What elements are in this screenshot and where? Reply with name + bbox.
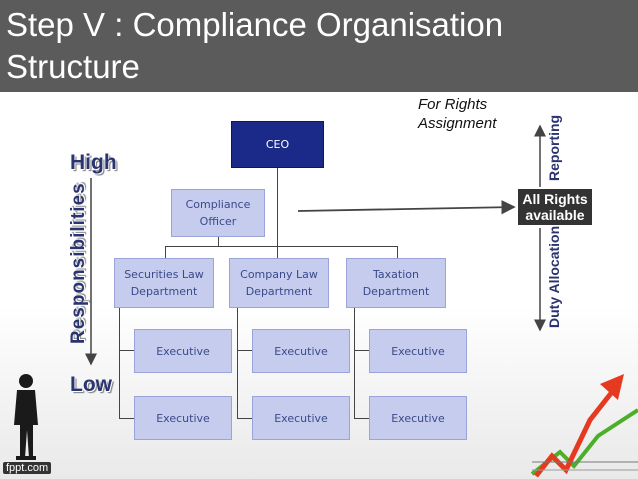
rights-line-1: All Rights xyxy=(522,191,588,207)
branch-2-b xyxy=(237,418,252,419)
executive-label: Executive xyxy=(391,344,445,358)
dept-label-2: Department xyxy=(245,285,313,298)
securities-law-box: Securities Law Department xyxy=(114,258,214,308)
dept-label-2: Department xyxy=(130,285,198,298)
executive-box: Executive xyxy=(134,396,232,440)
executive-label: Executive xyxy=(156,344,210,358)
branch-1-b xyxy=(119,418,134,419)
branch-3 xyxy=(354,308,355,418)
executive-label: Executive xyxy=(391,411,445,425)
reporting-label: Reporting xyxy=(546,114,562,181)
rights-line-2: available xyxy=(525,207,585,223)
dept2-drop xyxy=(277,246,278,258)
dept-label-1: Company Law xyxy=(240,268,318,281)
duty-allocation-label: Duty Allocation xyxy=(546,225,562,328)
rights-assignment-note: For Rights Assignment xyxy=(418,95,496,133)
executive-label: Executive xyxy=(274,344,328,358)
branch-3-b xyxy=(354,418,369,419)
dept-bus xyxy=(165,246,397,247)
note-line-1: For Rights xyxy=(418,96,488,113)
responsibilities-axis-label: Responsibilities xyxy=(68,182,89,344)
branch-3-a xyxy=(354,350,369,351)
dept3-drop xyxy=(397,246,398,258)
executive-box: Executive xyxy=(134,329,232,373)
watermark: fppt.com xyxy=(3,462,52,474)
ceo-label: CEO xyxy=(265,138,290,151)
page-title: Step V : Compliance Organisation Structu… xyxy=(6,4,626,88)
dept-label-1: Taxation xyxy=(373,268,419,281)
scale-low-label: Low xyxy=(70,373,112,396)
executive-box: Executive xyxy=(369,329,467,373)
ceo-connector xyxy=(277,168,278,246)
executive-box: Executive xyxy=(252,329,350,373)
executive-label: Executive xyxy=(156,411,210,425)
branch-2 xyxy=(237,308,238,418)
executive-box: Executive xyxy=(252,396,350,440)
executive-box: Executive xyxy=(369,396,467,440)
title-line-2: Structure xyxy=(6,48,140,85)
title-line-1: Step V : Compliance Organisation xyxy=(6,6,504,43)
scale-high-label: High xyxy=(70,151,117,174)
ceo-box: CEO xyxy=(231,121,324,168)
branch-2-a xyxy=(237,350,252,351)
branch-1 xyxy=(119,308,120,418)
dept-label-2: Department xyxy=(362,285,430,298)
all-rights-available-badge: All Rights available xyxy=(518,189,592,225)
officer-connector xyxy=(218,237,219,246)
company-law-box: Company Law Department xyxy=(229,258,329,308)
dept1-drop xyxy=(165,246,166,258)
officer-label-2: Officer xyxy=(199,215,237,228)
officer-label-1: Compliance xyxy=(185,198,251,211)
note-line-2: Assignment xyxy=(418,115,497,132)
title-bar: Step V : Compliance Organisation Structu… xyxy=(0,0,638,92)
dept-label-1: Securities Law xyxy=(124,268,204,281)
branch-1-a xyxy=(119,350,134,351)
taxation-box: Taxation Department xyxy=(346,258,446,308)
compliance-officer-box: Compliance Officer xyxy=(171,189,265,237)
executive-label: Executive xyxy=(274,411,328,425)
